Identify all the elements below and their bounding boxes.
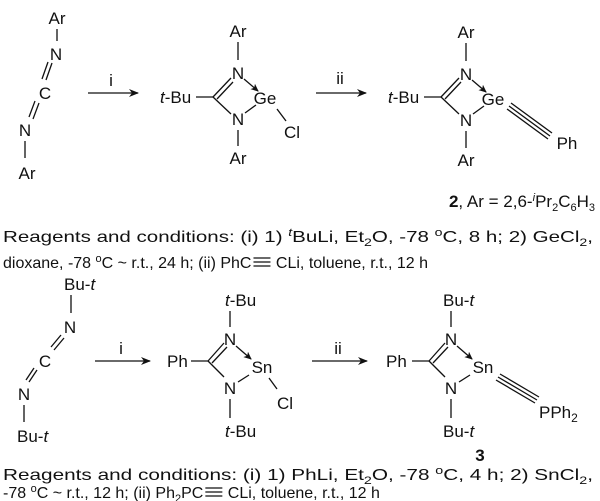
aryl-bottom: Ar [458,151,475,170]
atom-ar: Ar [19,164,36,183]
phenyl-group: Ph [167,352,188,371]
atom-n: N [19,121,31,140]
aryl-top: Ar [458,23,475,42]
conditions-line-2: -78 oC ~ r.t., 12 h; (ii) Ph2PC CLi, tol… [3,483,380,501]
atom-n: N [445,330,457,349]
tbu-bottom: Bu-t [443,422,475,441]
atom-n: N [50,45,62,64]
atom-n: N [224,330,236,349]
germanium-alkynyl-product-2: t-Bu Ar N Ge N Ar Ph [388,23,577,170]
scheme-1: Ar N C N Ar i t-Bu Ar N Ge N Ar [3,9,595,272]
atom-ge: Ge [482,90,505,109]
tbu-top: Bu-t [64,275,96,294]
tin-alkynylphosphine-product-3: Ph Bu-t N Sn N Bu-t PPh2 [386,291,578,441]
atom-cl: Cl [277,394,293,413]
atom-n: N [232,110,244,129]
phenyl-group: Ph [557,134,578,153]
atom-n: N [445,379,457,398]
atom-c: C [39,84,51,103]
aryl-top: Ar [230,22,247,41]
tbu-group: t-Bu [160,88,191,107]
compound-3-label: 3 [475,446,484,465]
triple-bond-symbol [205,487,223,497]
atom-n: N [460,65,472,84]
triple-bond-symbol [253,257,271,267]
tbu-bottom: Bu-t [17,427,49,446]
step-label-ii: ii [334,339,342,358]
atom-sn: Sn [252,358,273,377]
carbodiimide-reactant: Ar N C N Ar [19,9,66,183]
tbu-top: t-Bu [225,291,256,310]
diphenylphosphino-group: PPh2 [539,403,578,425]
atom-n: N [18,385,30,404]
step-label-ii: ii [336,69,344,88]
tin-chloride-intermediate: Ph t-Bu N Sn N t-Bu Cl [167,291,293,441]
step-label-i: i [119,339,123,358]
atom-ge: Ge [254,89,277,108]
atom-ar: Ar [49,9,66,28]
phenyl-group: Ph [386,352,407,371]
tbu-group: t-Bu [388,88,419,107]
atom-cl: Cl [284,123,300,142]
aryl-bottom: Ar [230,149,247,168]
atom-n: N [232,64,244,83]
conditions-line-2: dioxane, -78 oC ~ r.t., 24 h; (ii) PhC C… [3,253,428,272]
tbu-bottom: t-Bu [225,422,256,441]
compound-2-label: 2, Ar = 2,6-iPr2C6H3 [449,192,595,214]
step-label-i: i [109,71,113,90]
atom-n: N [460,111,472,130]
carbodiimide-reactant: Bu-t N C N Bu-t [17,275,96,446]
germanium-chloride-intermediate: t-Bu Ar N Ge N Ar Cl [160,22,300,168]
atom-c: C [39,352,51,371]
conditions-line-1: Reagents and conditions: (i) 1) PhLi, Et… [3,465,593,487]
scheme-2: Bu-t N C N Bu-t i Ph t-Bu N Sn N t-Bu [3,275,593,501]
atom-n: N [64,318,76,337]
tbu-top: Bu-t [443,291,475,310]
atom-n: N [224,379,236,398]
conditions-line-1: Reagents and conditions: (i) 1) tBuLi, E… [3,227,593,249]
atom-sn: Sn [473,358,494,377]
